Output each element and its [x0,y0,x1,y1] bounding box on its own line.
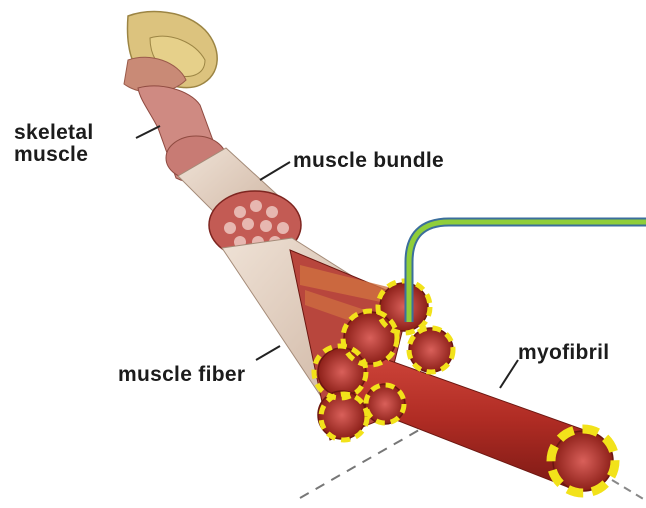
axis-dashed-line [300,418,440,498]
label-muscle-fiber: muscle fiber [118,364,245,386]
leader-bundle [260,162,290,180]
label-myofibril: myofibril [518,342,609,364]
label-muscle-bundle: muscle bundle [293,150,444,172]
leader-myofibril [500,360,518,388]
arm-illustration [124,12,217,93]
callout-line-outline [409,222,646,322]
axis-dashed-line-right [612,480,645,500]
label-skeletal-muscle: skeletal muscle [14,122,124,166]
callout-line [409,222,646,322]
leader-fiber [256,346,280,360]
leader-skeletal [136,126,160,138]
